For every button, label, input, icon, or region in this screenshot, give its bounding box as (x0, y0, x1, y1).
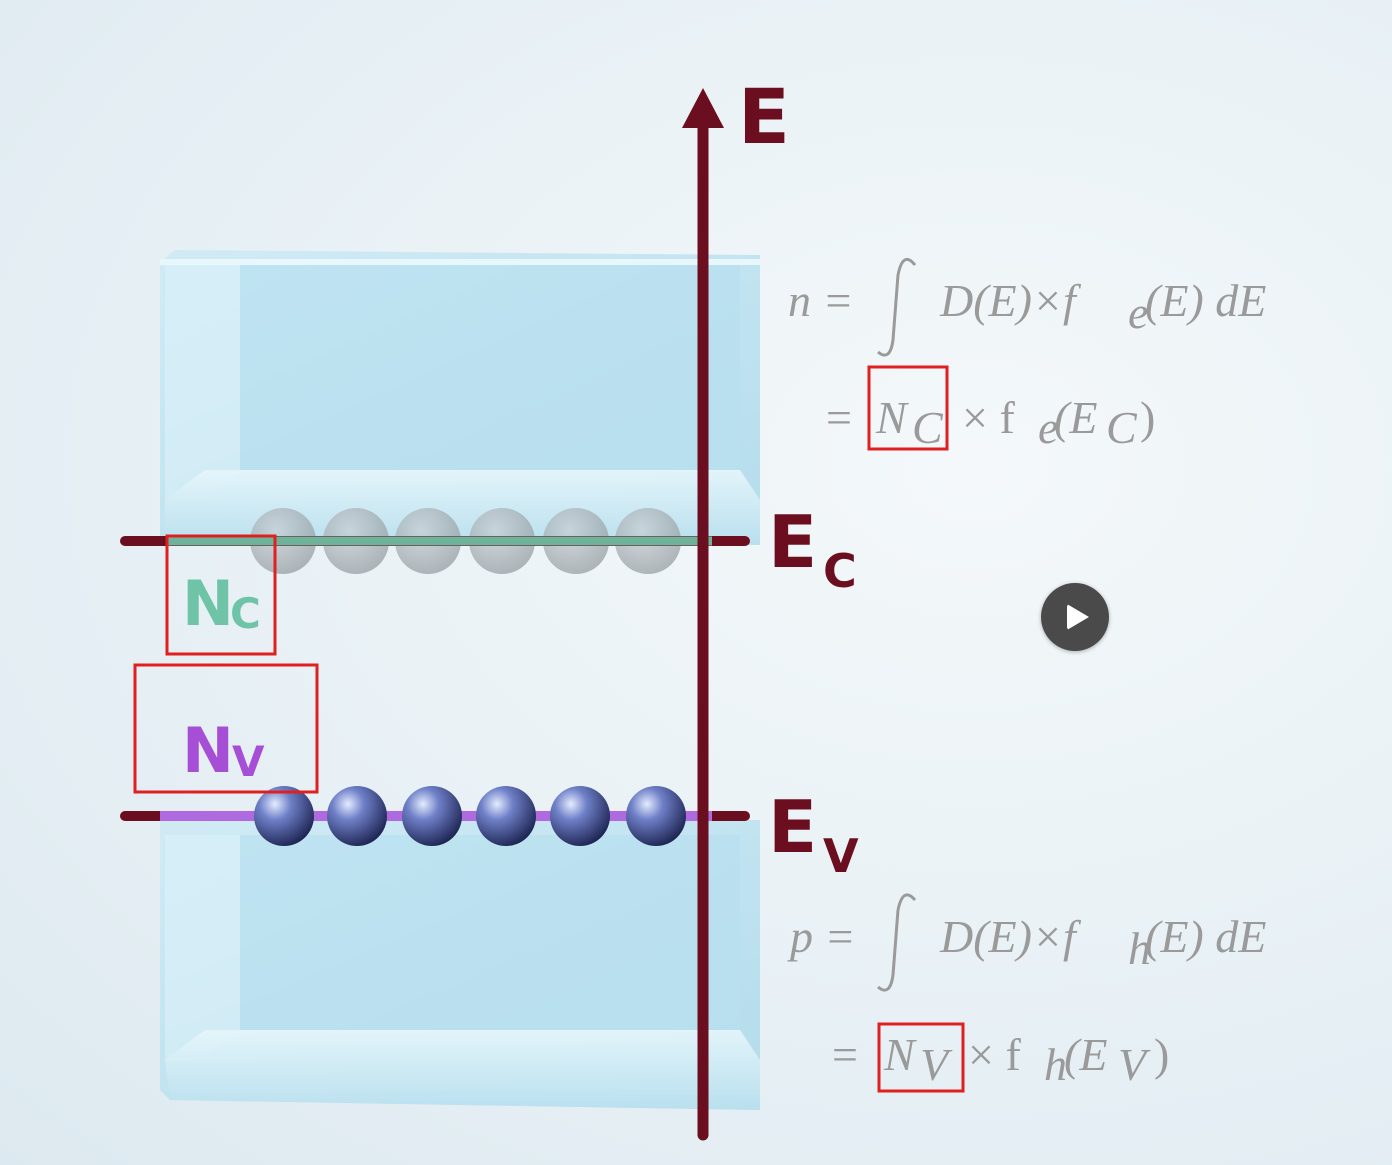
fh-close: ) (1154, 1029, 1169, 1080)
nc-label-sub: C (230, 589, 261, 638)
energy-axis (682, 88, 724, 1141)
fe-sub: e (1038, 402, 1058, 453)
n-integrand-sub: e (1128, 287, 1148, 338)
nv-highlight-box (133, 663, 319, 794)
n-times-f: × f (962, 392, 1015, 443)
nv-equation-highlight-box (877, 1022, 965, 1093)
nv-symbol: N (883, 1029, 917, 1080)
ev-label-main: E (768, 785, 817, 869)
play-icon (1067, 604, 1089, 630)
n-eq2: = (826, 392, 852, 443)
ev-label-sub: V (823, 829, 859, 883)
axis-label-e: E (738, 72, 790, 161)
p-integrand: D(E)×f (939, 911, 1082, 962)
p-eq2: = (832, 1029, 858, 1080)
electron-equation: n = D(E)×f e (E) dE = N C × f e (E C ) (788, 257, 1266, 453)
nc-equation-highlight-box (867, 365, 949, 451)
nv-label-sub: V (232, 737, 265, 786)
ev-arg-sub: V (1118, 1039, 1151, 1090)
ec-label-main: E (768, 500, 817, 584)
nc-highlight-box (165, 534, 277, 656)
valence-electrons (254, 786, 686, 846)
ec-label-sub: C (823, 544, 857, 598)
n-integrand: D(E)×f (939, 275, 1082, 326)
nc-label-main: N (182, 567, 234, 640)
integral-sign-icon (877, 257, 917, 357)
ec-arg-sub: C (1106, 402, 1138, 453)
hole-equation: p = D(E)×f h (E) dE = N V × f h (E V ) (787, 893, 1266, 1090)
nv-label: N V (182, 714, 265, 787)
nc-label: N C (182, 567, 261, 640)
p-times-f: × f (968, 1029, 1021, 1080)
fe-arg: (E (1054, 392, 1097, 443)
nv-label-main: N (182, 714, 234, 787)
fh-sub: h (1044, 1039, 1067, 1090)
n-integrand-tail: (E) dE (1145, 275, 1266, 326)
axis-arrow-icon (682, 88, 724, 128)
p-integrand-tail: (E) dE (1145, 911, 1266, 962)
p-lhs: p = (787, 911, 856, 962)
fh-arg: (E (1064, 1029, 1107, 1080)
valence-band-box (160, 820, 760, 1110)
p-integrand-sub: h (1128, 923, 1151, 974)
conduction-band-box (160, 250, 760, 545)
fe-close: ) (1140, 392, 1155, 443)
nc-symbol: N (875, 392, 909, 443)
ev-label: E V (768, 785, 859, 883)
ec-label: E C (768, 500, 857, 598)
n-lhs: n = (788, 275, 854, 326)
nv-symbol-sub: V (920, 1039, 953, 1090)
play-button[interactable] (1041, 583, 1109, 651)
integral-sign-icon-2 (877, 893, 917, 992)
nc-symbol-sub: C (912, 402, 944, 453)
